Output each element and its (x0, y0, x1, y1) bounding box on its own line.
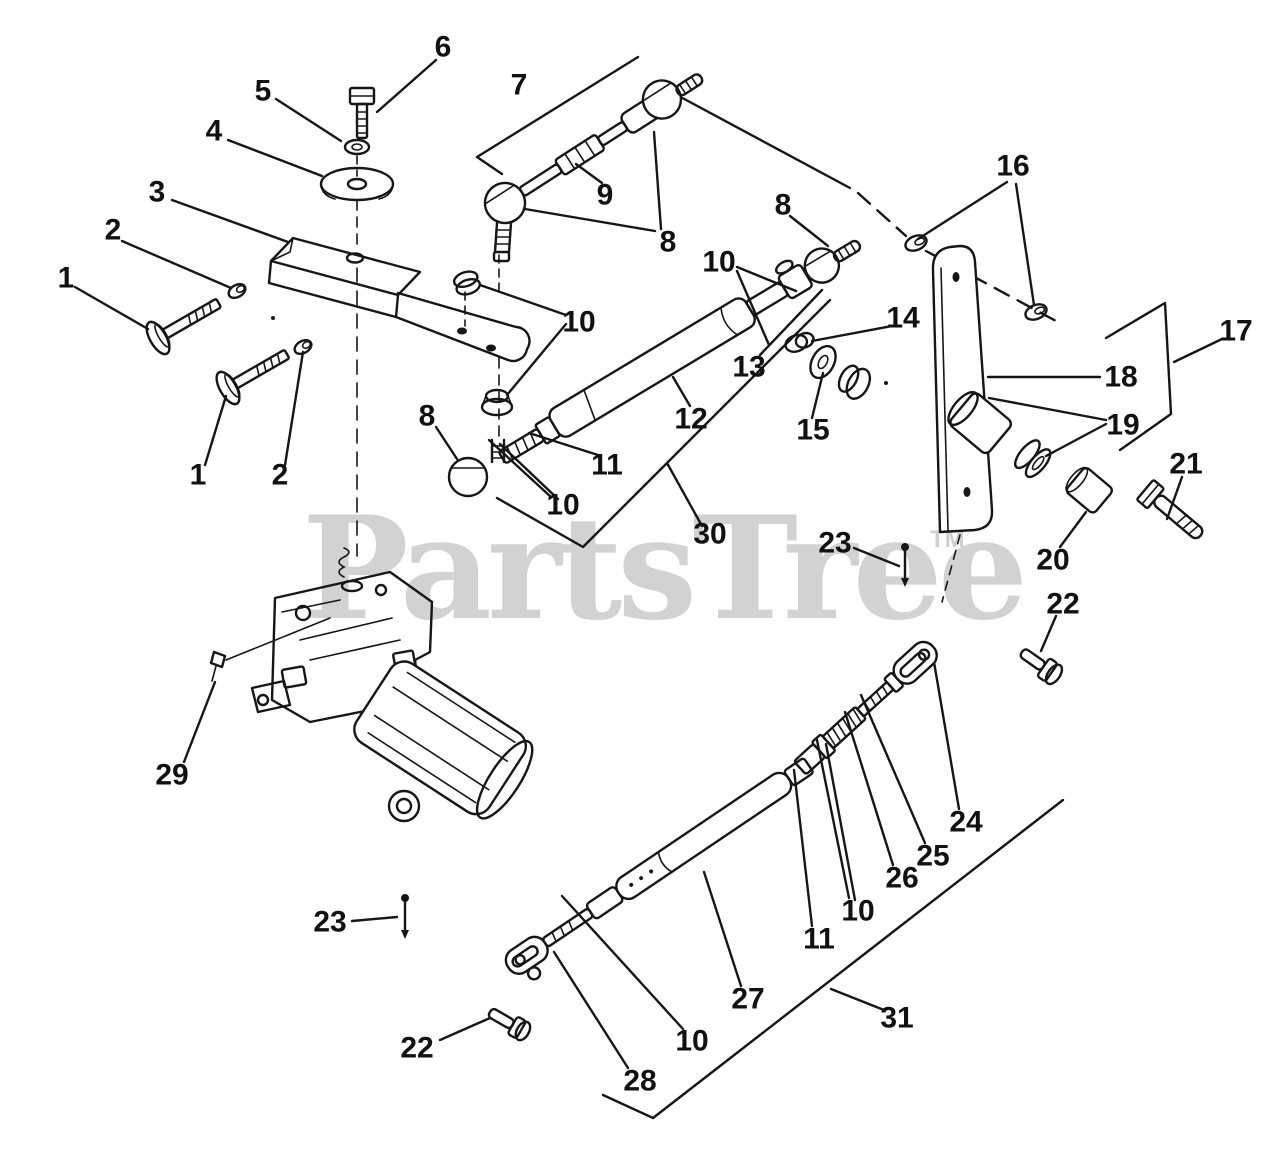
spacer-20 (1065, 466, 1113, 514)
callout-18: 18 (1104, 361, 1137, 394)
flanged-bushing-15 (837, 364, 872, 400)
cable-upper-end (793, 640, 938, 775)
bolt-6 (348, 86, 376, 140)
callout-10: 10 (702, 246, 735, 279)
drag-link-12 (447, 239, 862, 498)
screw-1-upper (145, 298, 222, 356)
support-plate-18 (884, 244, 994, 534)
callout-8: 8 (660, 226, 677, 259)
callout-5: 5 (255, 75, 272, 108)
callout-29: 29 (155, 759, 188, 792)
box-17 (1104, 301, 1173, 452)
callout-9: 9 (597, 179, 614, 212)
callout-2: 2 (272, 459, 289, 492)
washer-4 (319, 166, 395, 202)
callout-8: 8 (775, 189, 792, 222)
callout-numbers: 6543217988101613121415171819212022233081… (58, 31, 1253, 1098)
callout-26: 26 (885, 862, 918, 895)
callout-24: 24 (949, 806, 983, 839)
bolt-22-right (1019, 648, 1064, 686)
bolt-22-left (487, 1007, 532, 1042)
callout-12: 12 (674, 403, 707, 436)
reference-outline-boxes (475, 55, 1173, 1120)
callout-27: 27 (731, 983, 764, 1016)
callout-13: 13 (732, 351, 765, 384)
box-drag-link-30 (495, 298, 832, 549)
cable-housing-27 (615, 771, 793, 901)
box-cable-31 (601, 798, 1065, 1120)
pin-23-right (901, 543, 909, 587)
callout-4: 4 (206, 115, 223, 148)
callout-22: 22 (1046, 588, 1079, 621)
callout-7: 7 (511, 69, 528, 102)
callout-19: 19 (1106, 409, 1139, 442)
nut-2-upper (227, 282, 247, 300)
ball-joint-8-lower (447, 456, 489, 498)
lock-nut-10-top (452, 270, 482, 296)
callout-16: 16 (996, 150, 1029, 183)
nut-14 (784, 331, 815, 353)
clip-29 (209, 650, 227, 682)
motor-body (353, 660, 528, 816)
bolt-21 (1136, 479, 1204, 540)
tie-rod-end-8-right (641, 79, 683, 120)
callout-10: 10 (562, 306, 595, 339)
callout-23: 23 (818, 527, 851, 560)
nut-16-b (1024, 303, 1048, 321)
cable-assembly-31 (504, 757, 814, 981)
grommet-washer-10 (480, 388, 514, 417)
callout-17: 17 (1219, 315, 1252, 348)
callout-10: 10 (675, 1025, 708, 1058)
washers-19 (1014, 439, 1052, 479)
callout-22: 22 (400, 1032, 433, 1065)
clevis-24 (892, 640, 938, 685)
callout-1: 1 (58, 262, 75, 295)
tie-rod-assembly-7 (483, 73, 704, 263)
ball-joint-8-upper (803, 247, 841, 284)
nut-2-lower (293, 338, 313, 356)
callout-23: 23 (313, 906, 346, 939)
callout-2: 2 (105, 214, 122, 247)
box-tie-rod-7 (475, 55, 640, 176)
callout-10: 10 (546, 489, 579, 522)
callout-8: 8 (419, 400, 436, 433)
nut-5 (343, 138, 371, 156)
steering-gear-motor (209, 547, 534, 823)
callout-31: 31 (880, 1002, 913, 1035)
callout-25: 25 (916, 840, 949, 873)
mounting-bracket-3 (267, 236, 531, 363)
clevis-28 (504, 935, 549, 981)
screw-1-lower (215, 349, 290, 406)
callout-11: 11 (591, 449, 623, 482)
bushing-19 (947, 390, 1013, 455)
callout-11: 11 (803, 923, 835, 956)
callout-6: 6 (435, 31, 452, 64)
callout-21: 21 (1169, 448, 1202, 481)
washer-15 (809, 344, 837, 380)
callout-14: 14 (886, 302, 920, 335)
callout-28: 28 (623, 1065, 656, 1098)
nut-16-a (904, 234, 928, 252)
callout-3: 3 (149, 176, 166, 209)
callout-10: 10 (841, 895, 874, 928)
ball-stud-left (492, 221, 513, 263)
center-lines (225, 92, 1058, 661)
watermark-text: PartsTree (302, 486, 1028, 652)
pin-23-left (401, 894, 409, 939)
callout-30: 30 (693, 518, 726, 551)
callout-20: 20 (1036, 544, 1069, 577)
callout-15: 15 (796, 414, 829, 447)
callout-1: 1 (190, 459, 207, 492)
